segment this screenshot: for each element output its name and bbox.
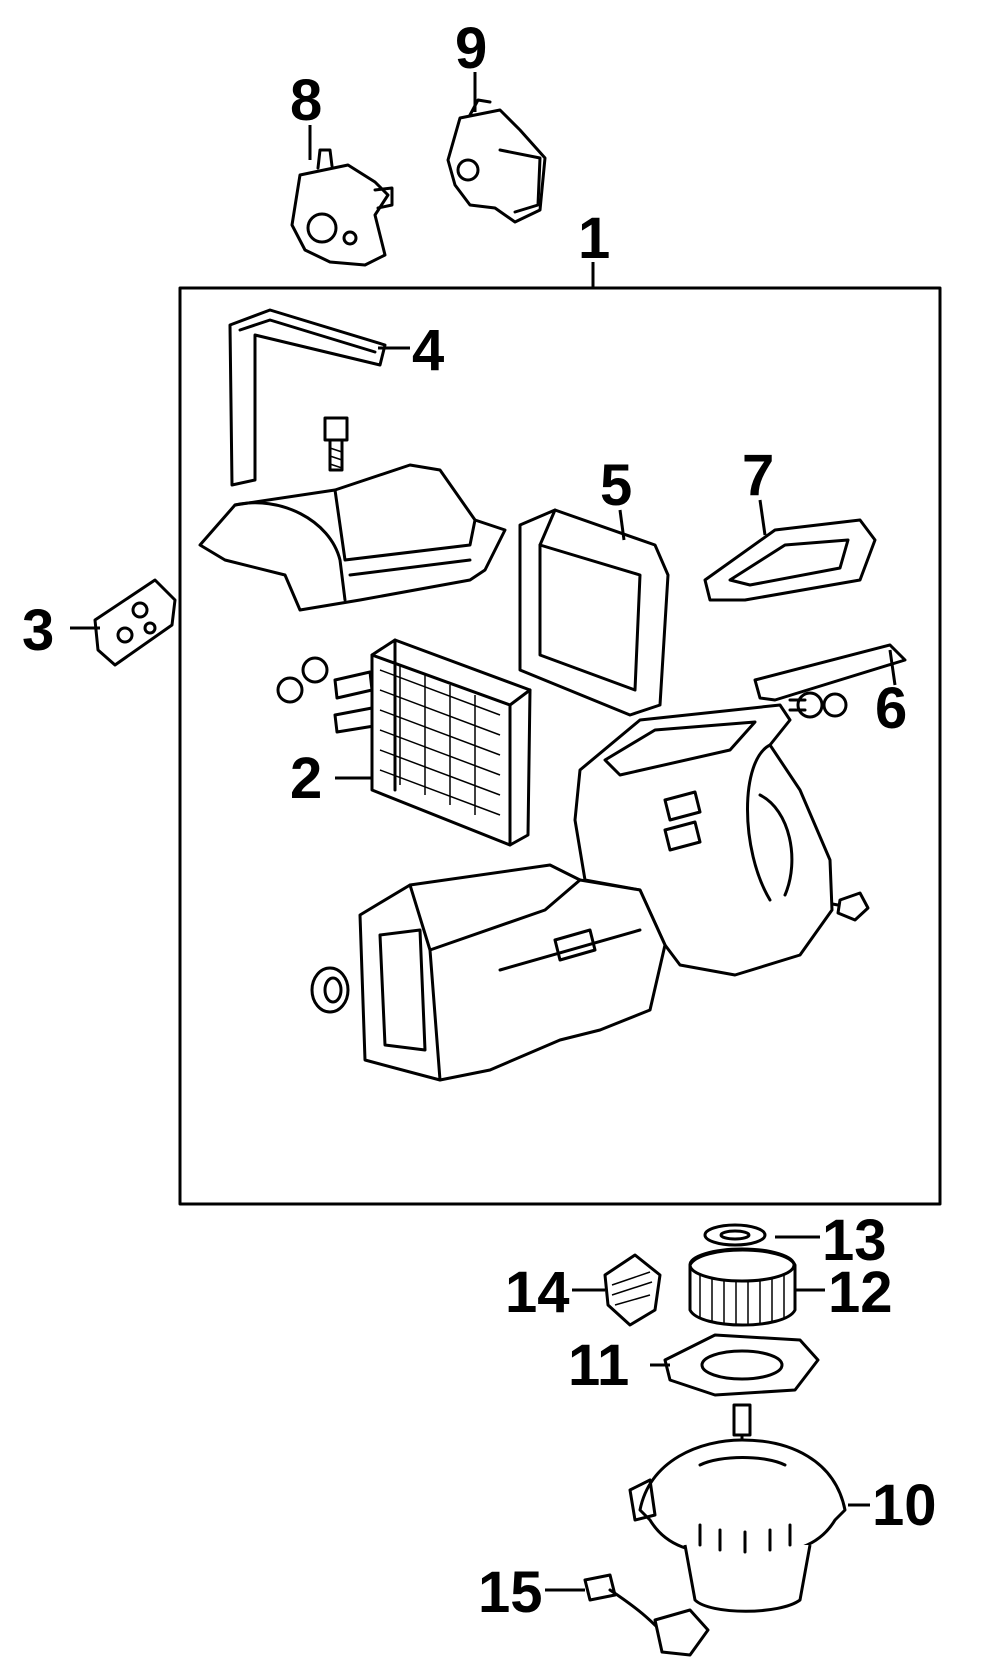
part-4-seal-strip: [228, 308, 387, 487]
lower-case-half: [358, 863, 667, 1082]
part-13-washer: [703, 1223, 767, 1247]
evaporator-fittings: [276, 656, 376, 734]
callout-7: 7: [742, 443, 774, 508]
callout-14: 14: [505, 1260, 570, 1325]
callout-10: 10: [872, 1473, 937, 1538]
part-2-evaporator-core: [370, 638, 532, 847]
callout-12: 12: [828, 1260, 893, 1325]
callout-15: 15: [478, 1560, 543, 1625]
grommet-lower: [310, 966, 350, 1014]
upper-case-half: [198, 463, 507, 612]
part-8-actuator: [290, 148, 394, 267]
part-6-seal-strip: [753, 643, 907, 702]
callout-9: 9: [455, 16, 487, 81]
callout-2: 2: [290, 746, 322, 811]
callout-3: 3: [22, 598, 54, 663]
part-12-blower-fan: [688, 1247, 797, 1327]
callout-11: 11: [568, 1333, 629, 1398]
callout-8: 8: [290, 68, 322, 133]
bolt-upper: [323, 416, 349, 472]
part-15-harness: [583, 1573, 710, 1657]
part-3-grommet: [93, 578, 177, 667]
callout-6: 6: [875, 676, 907, 741]
callout-13: 13: [822, 1208, 887, 1273]
callout-5: 5: [600, 453, 632, 518]
blower-housing: [573, 703, 834, 977]
part-9-actuator: [446, 98, 547, 224]
part-11-gasket-ring: [663, 1333, 820, 1397]
part-10-blower-motor: [628, 1403, 847, 1613]
assembly-frame: [178, 286, 942, 1206]
part-5-filter-frame: [518, 508, 670, 717]
screws-right: [788, 691, 870, 922]
callout-4: 4: [412, 318, 444, 383]
callout-1: 1: [578, 206, 610, 271]
leader-lines: [70, 72, 897, 1592]
part-14-resistor: [603, 1253, 662, 1327]
part-7-gasket: [703, 518, 877, 602]
